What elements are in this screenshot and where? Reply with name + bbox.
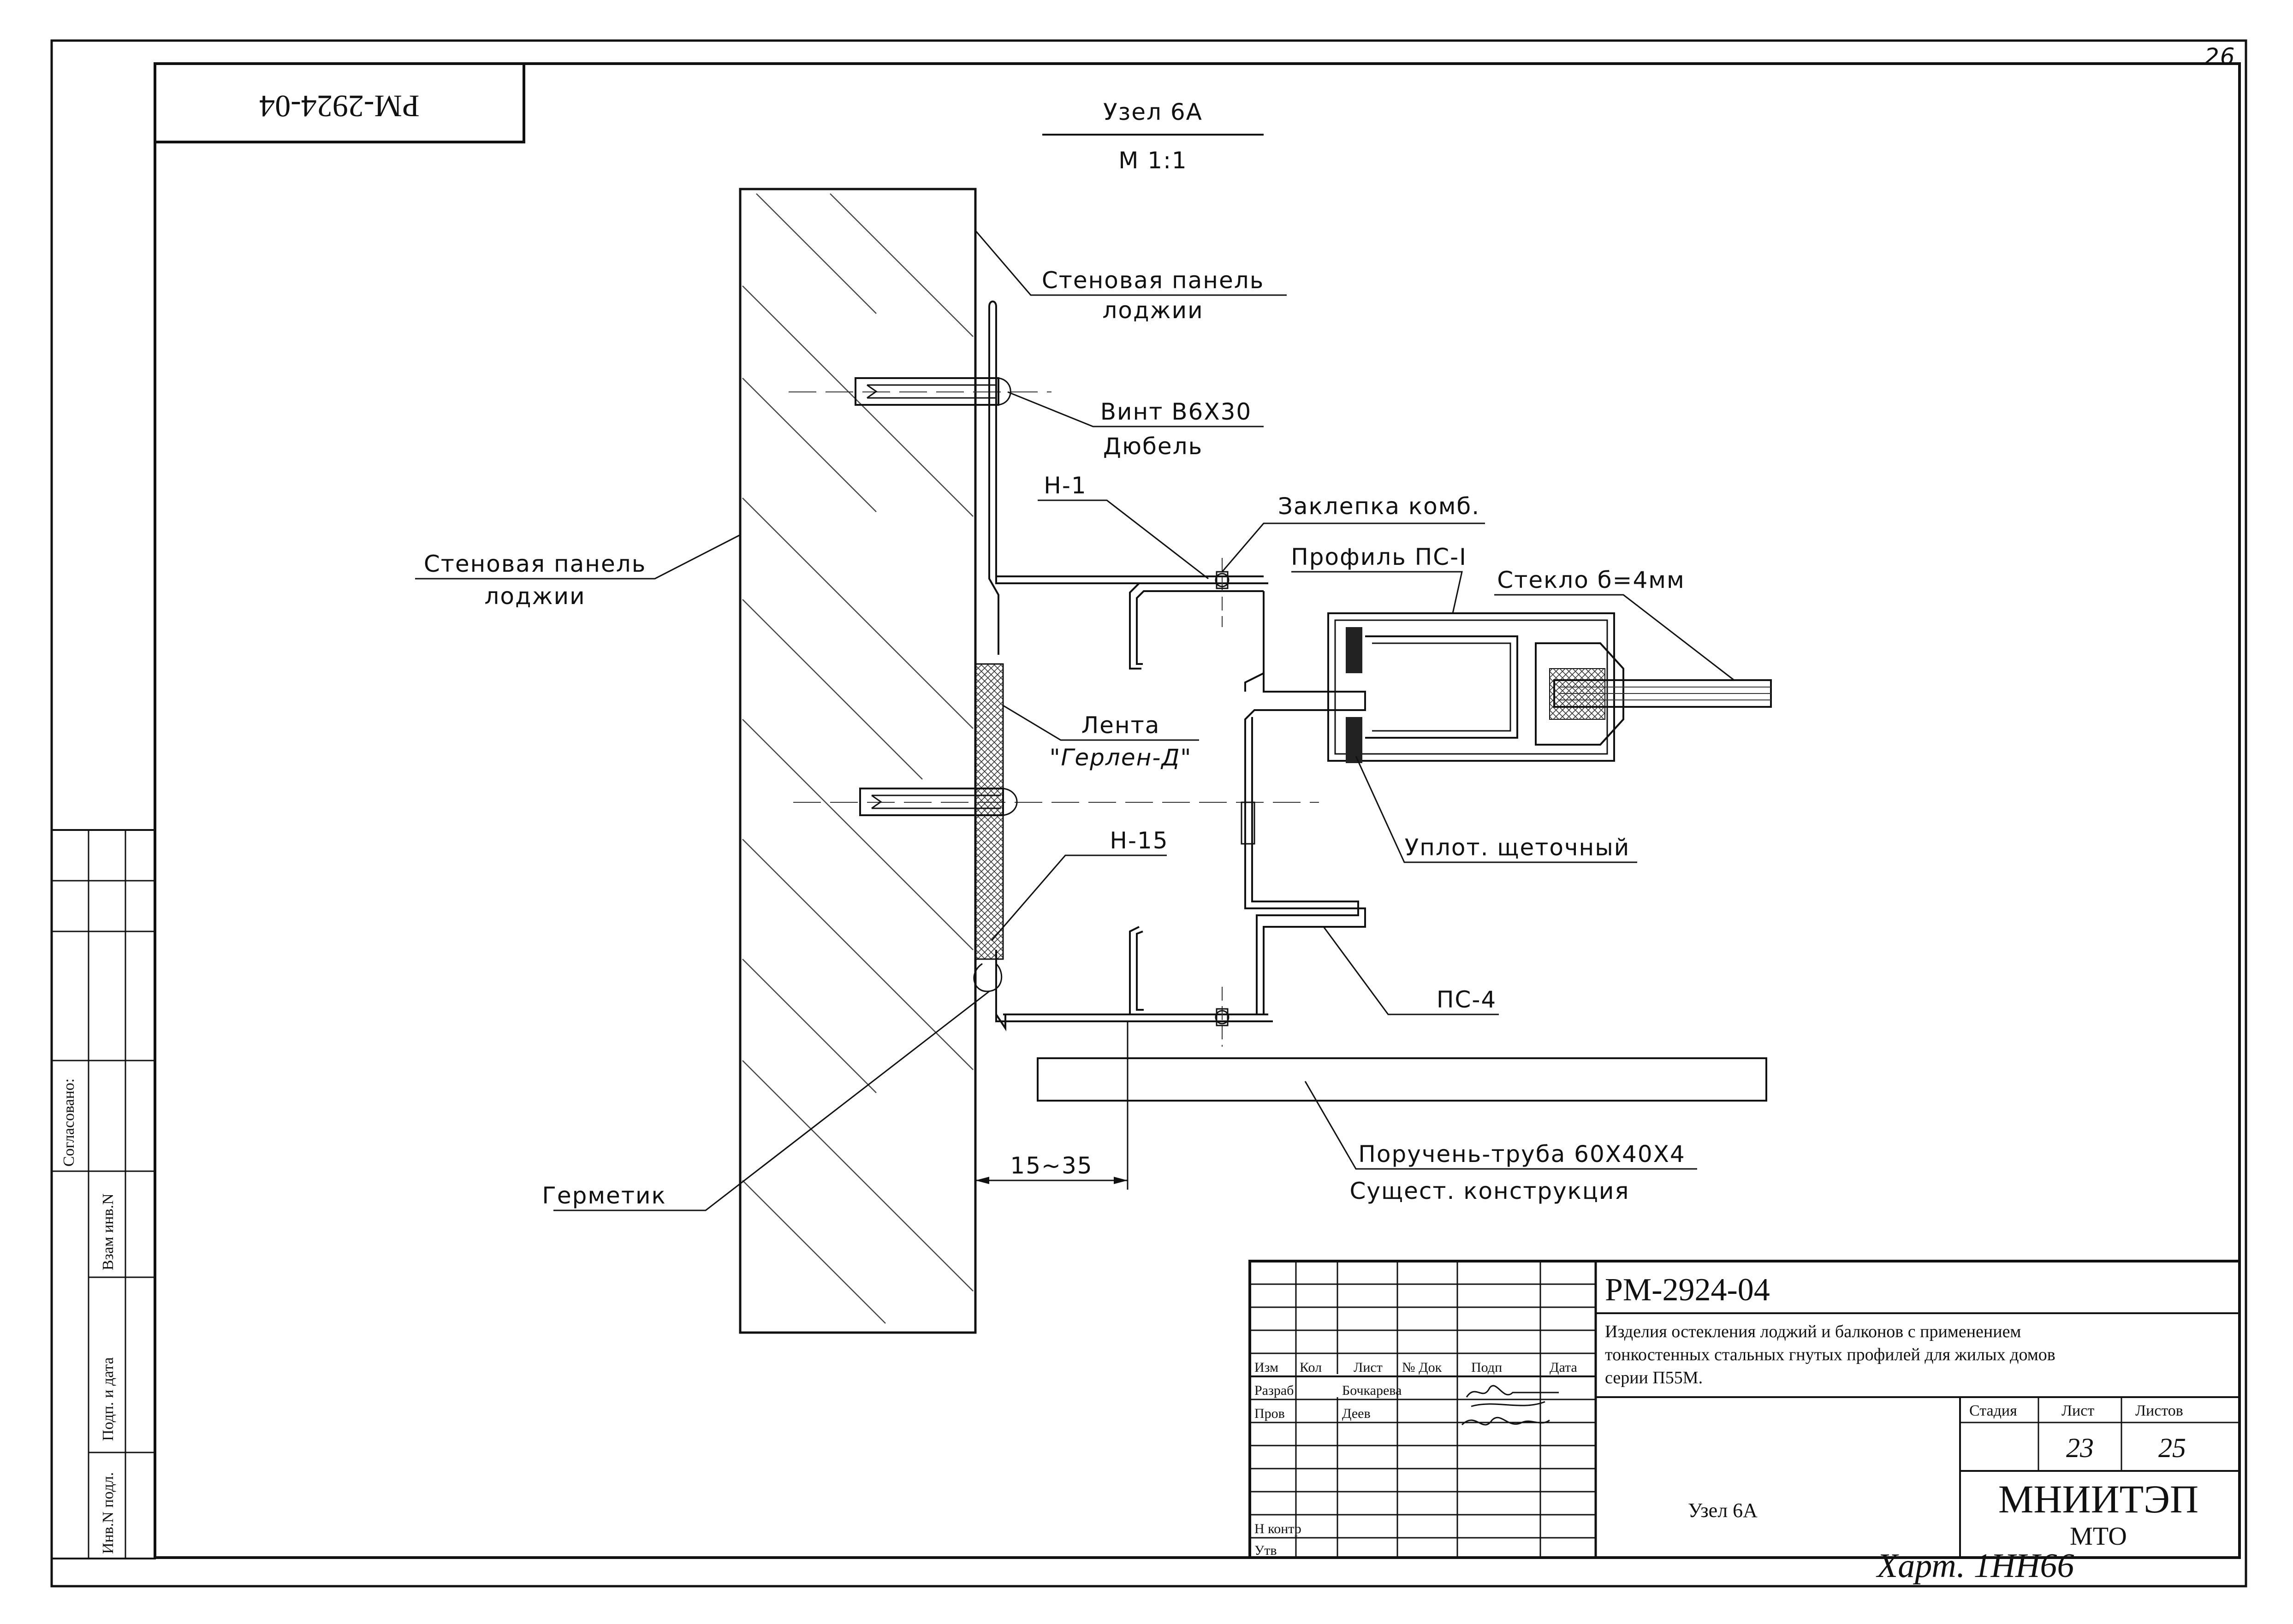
svg-text:Стеновая панель: Стеновая панель	[424, 551, 646, 577]
glazing-frame	[1327, 612, 1615, 763]
svg-text:Утв: Утв	[1254, 1543, 1277, 1558]
drawing-title: Узел 6А	[1103, 99, 1203, 125]
label-rivet: Заклепка комб.	[1221, 493, 1485, 572]
signature-developer	[1466, 1385, 1559, 1407]
svg-text:Профиль ПС-I: Профиль ПС-I	[1291, 544, 1467, 570]
label-screw: Винт В6Х30 Дюбель	[1007, 391, 1264, 460]
bracket-h1	[988, 300, 1268, 655]
svg-text:Дата: Дата	[1550, 1360, 1577, 1375]
profile-ps4-upper	[1129, 582, 1265, 692]
upper-dowel	[789, 377, 1051, 406]
svg-text:Винт В6Х30: Винт В6Х30	[1100, 398, 1252, 425]
inner-frame	[154, 62, 2241, 1559]
label-h15: Н-15	[991, 827, 1168, 941]
svg-text:Лист: Лист	[1354, 1360, 1383, 1375]
sealing-tape	[974, 663, 1004, 960]
tb-code: РМ-2924-04	[1605, 1272, 1770, 1308]
svg-text:Поручень-труба 60Х40Х4: Поручень-труба 60Х40Х4	[1358, 1141, 1685, 1168]
svg-text:Дюбель: Дюбель	[1103, 433, 1203, 460]
svg-text:Деев: Деев	[1342, 1406, 1371, 1421]
svg-text:Согласовано:: Согласовано:	[60, 1079, 77, 1167]
label-handrail: Поручень-труба 60Х40Х4 Сущест. конструкц…	[1304, 1081, 1697, 1204]
svg-text:Уплот. щеточный: Уплот. щеточный	[1405, 834, 1630, 861]
tb-dept: МТО	[2070, 1522, 2127, 1551]
label-glass: Стекло б=4мм	[1494, 567, 1735, 681]
svg-text:Подп. и дата: Подп. и дата	[100, 1357, 117, 1441]
lower-dowel	[793, 788, 1319, 816]
title-block: РМ-2924-04 Изделия остекления лоджий и б…	[1248, 1260, 2241, 1559]
svg-text:лоджии: лоджии	[484, 583, 585, 610]
tb-desc-2: тонкостенных стальных гнутых профилей дл…	[1605, 1345, 2055, 1364]
svg-text:Стеновая панель: Стеновая панель	[1042, 267, 1264, 294]
tb-desc-1: Изделия остекления лоджий и балконов с п…	[1605, 1322, 2021, 1341]
svg-text:Сущест. конструкция: Сущест. конструкция	[1350, 1178, 1630, 1204]
tb-node-name: Узел 6А	[1688, 1499, 1758, 1522]
svg-text:Кол: Кол	[1300, 1360, 1322, 1375]
svg-text:"Герлен-Д": "Герлен-Д"	[1050, 744, 1192, 771]
label-profile-ps1: Профиль ПС-I	[1291, 544, 1467, 614]
tb-sheets: 25	[2158, 1433, 2186, 1463]
svg-text:Заклепка комб.: Заклепка комб.	[1278, 493, 1480, 520]
svg-text:Разраб: Разраб	[1254, 1383, 1294, 1398]
outer-border	[50, 39, 2247, 1588]
sheet-number: 26	[2204, 43, 2236, 70]
rivet-upper	[1215, 558, 1230, 627]
svg-text:Подп: Подп	[1471, 1360, 1502, 1375]
label-ps4: ПС-4	[1323, 926, 1499, 1015]
svg-text:Герметик: Герметик	[542, 1182, 666, 1209]
handrail-tube	[1037, 1057, 1767, 1102]
svg-text:Лист: Лист	[2061, 1402, 2094, 1419]
svg-text:Н контр: Н контр	[1254, 1521, 1301, 1536]
top-stamp-box: РМ-2924-04	[154, 62, 525, 143]
svg-text:Н-1: Н-1	[1044, 472, 1087, 499]
label-tape: Лента "Герлен-Д"	[1003, 705, 1199, 771]
svg-text:Инв.N подл.: Инв.N подл.	[100, 1472, 117, 1554]
dimension-15-35: 15~35	[975, 1021, 1129, 1190]
signature-checker	[1461, 1417, 1550, 1426]
svg-text:Листов: Листов	[2135, 1402, 2183, 1419]
svg-text:Пров: Пров	[1254, 1406, 1285, 1421]
wall-panel	[739, 188, 977, 1334]
profile-ps1-connector	[1241, 673, 1366, 1014]
side-stamp: Согласовано: Взам инв.N Подп. и дата Инв…	[51, 829, 156, 1559]
tb-desc-3: серии П55М.	[1605, 1368, 1703, 1387]
svg-text:Стекло б=4мм: Стекло б=4мм	[1497, 567, 1685, 593]
svg-text:Взам инв.N: Взам инв.N	[100, 1193, 117, 1270]
svg-text:Изм: Изм	[1254, 1360, 1278, 1375]
profile-ps4-lower	[1129, 926, 1144, 1015]
svg-text:Стадия: Стадия	[1969, 1402, 2017, 1419]
tb-sheet: 23	[2066, 1433, 2094, 1463]
dimension-value: 15~35	[1010, 1152, 1093, 1179]
rivet-lower	[1215, 987, 1230, 1047]
svg-text:Бочкарева: Бочкарева	[1342, 1383, 1402, 1398]
label-wall-panel-top: Стеновая панель лоджии	[974, 230, 1287, 324]
brush-seal-upper	[1346, 627, 1362, 673]
svg-text:лоджии: лоджии	[1102, 297, 1203, 324]
label-wall-panel-left: Стеновая панель лоджии	[415, 534, 741, 610]
drawing-scale: М 1:1	[1118, 147, 1188, 174]
stamp-code: РМ-2924-04	[259, 89, 420, 124]
svg-text:ПС-4: ПС-4	[1437, 986, 1497, 1013]
svg-text:Н-15: Н-15	[1110, 827, 1168, 854]
label-seal-brush: Уплот. щеточный	[1355, 756, 1637, 863]
brush-seal-lower	[1346, 717, 1362, 763]
label-sealant: Герметик	[542, 990, 990, 1211]
svg-text:Лента: Лента	[1081, 712, 1160, 739]
label-h1: Н-1	[1038, 472, 1209, 580]
handwritten-note: Харт. 1НН66	[1876, 1547, 2074, 1585]
glass-pane	[1553, 679, 1772, 708]
tb-org: МНИИТЭП	[1998, 1477, 2198, 1521]
svg-text:№ Док: № Док	[1402, 1360, 1442, 1375]
